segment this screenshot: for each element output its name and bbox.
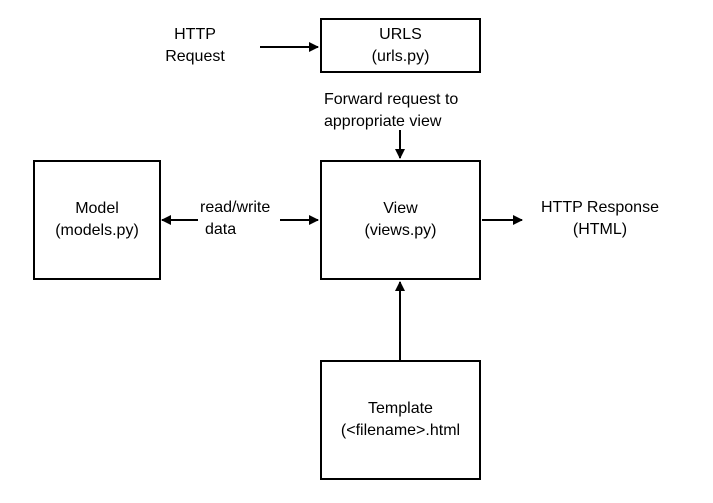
http-request-label: HTTP Request <box>150 24 240 68</box>
forward-line-1: Forward request to <box>324 91 459 108</box>
view-title: View <box>383 200 418 217</box>
http-response-label: HTTP Response (HTML) <box>530 197 670 241</box>
template-subtitle: (<filename>.html <box>340 422 461 439</box>
urls-box: URLS (urls.py) <box>320 18 481 73</box>
urls-subtitle: (urls.py) <box>371 47 430 65</box>
forward-request-label: Forward request to appropriate view <box>324 89 458 133</box>
http-request-line-2: Request <box>165 48 225 65</box>
read-write-line-1: read/write <box>200 199 271 216</box>
read-write-label: read/write data <box>200 197 270 241</box>
template-box: Template (<filename>.html <box>320 360 481 480</box>
forward-line-2: appropriate view <box>324 113 442 130</box>
model-subtitle: (models.py) <box>55 222 139 239</box>
http-response-line-1: HTTP Response <box>541 199 659 216</box>
template-title: Template <box>368 400 433 417</box>
model-box: Model (models.py) <box>33 160 161 280</box>
view-subtitle: (views.py) <box>364 222 437 239</box>
view-box: View (views.py) <box>320 160 481 280</box>
http-response-line-2: (HTML) <box>572 221 628 238</box>
model-title: Model <box>75 200 119 217</box>
urls-title: URLS <box>379 25 422 43</box>
http-request-line-1: HTTP <box>174 26 216 43</box>
read-write-line-2: data <box>205 221 237 238</box>
